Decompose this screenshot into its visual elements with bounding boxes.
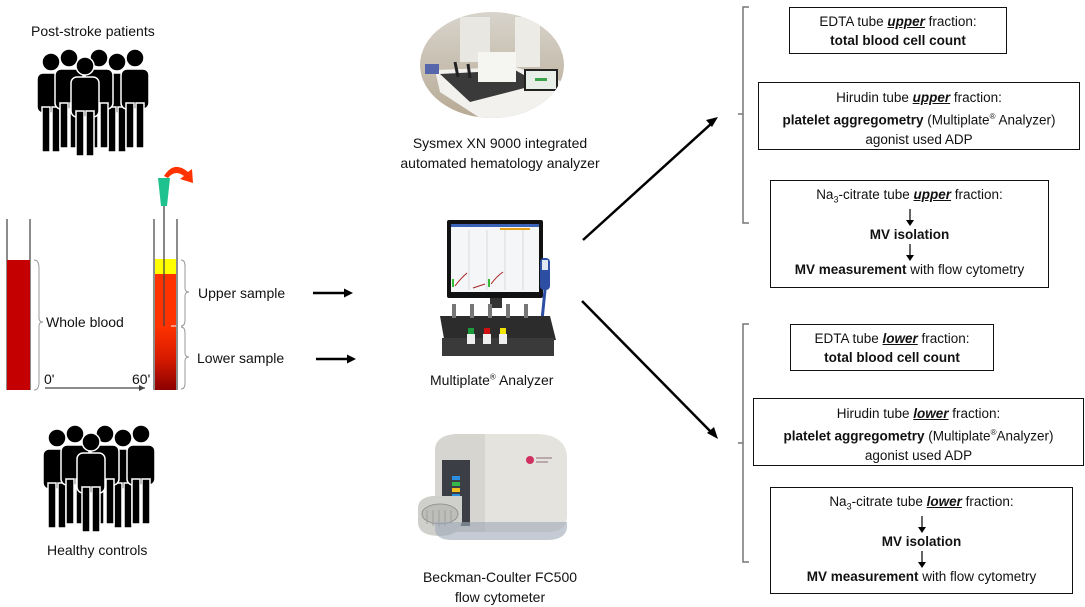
subscript-3: 3 <box>833 194 839 205</box>
whole-blood-tube <box>6 219 31 390</box>
down-arrow-icon <box>771 515 1072 533</box>
fraction-lower-emphasis: lower <box>882 331 918 346</box>
sysmex-caption-line2: automated hematology analyzer <box>400 155 600 171</box>
multiplate-text: (Multiplate <box>923 112 990 128</box>
lower-blood-layer <box>155 326 176 390</box>
flow-cytometry-text: with flow cytometry <box>918 568 1037 584</box>
fraction-lower-emphasis: lower <box>926 494 962 509</box>
na-text: Na <box>829 494 847 509</box>
mv-measurement-text: MV measurement <box>806 568 919 584</box>
upper-fraction-bracket <box>738 6 749 224</box>
flow-cytometer-image <box>418 434 567 540</box>
patients-group-icon <box>36 48 150 157</box>
rotate-arrow-icon <box>164 166 193 183</box>
lower-sample-arrow-icon <box>347 354 356 364</box>
person-figure <box>126 424 156 525</box>
fraction-text: fraction: <box>917 331 970 346</box>
registered-mark: ® <box>990 428 997 437</box>
mv-measurement-text: MV measurement <box>794 261 907 277</box>
lower-fraction-bracket <box>738 323 749 563</box>
upper-citrate-box: Na3-citrate tube upper fraction: MV isol… <box>770 180 1049 288</box>
down-arrow-icon <box>771 243 1048 261</box>
down-arrow-icon <box>771 550 1072 568</box>
controls-group-icon <box>42 424 156 533</box>
multiplate-suffix: Analyzer <box>495 372 554 388</box>
needle-hub <box>158 178 170 206</box>
plasma-layer <box>155 259 176 274</box>
fraction-lower-emphasis: lower <box>913 406 949 421</box>
lower-sample-brace <box>180 326 190 390</box>
whole-blood-fill <box>7 260 30 390</box>
fraction-upper-emphasis: upper <box>913 187 952 202</box>
upper-sample-brace <box>180 259 190 327</box>
time-end-label: 60' <box>132 371 151 387</box>
registered-mark: ® <box>489 372 496 382</box>
agonist-text: agonist used ADP <box>864 447 973 463</box>
upper-hirudin-box: Hirudin tube upper fraction: platelet ag… <box>758 82 1080 150</box>
subscript-3: 3 <box>846 501 852 512</box>
mv-isolation-text: MV isolation <box>881 533 962 549</box>
sedimentation-tubes-diagram <box>6 166 356 391</box>
fraction-text: fraction: <box>951 187 1003 202</box>
platelet-aggregometry-text: platelet aggregometry <box>782 112 924 128</box>
healthy-controls-label: Healthy controls <box>47 542 148 558</box>
flow-cytometer-caption-line1: Beckman-Coulter FC500 <box>422 569 578 585</box>
hirudin-tube-text: Hirudin tube <box>836 406 914 421</box>
multiplate-caption: Multiplate® Analyzer <box>430 372 553 388</box>
whole-blood-label: Whole blood <box>46 314 124 330</box>
upper-sample-arrow-icon <box>344 288 353 298</box>
arrow-to-upper-fraction-icon <box>706 117 718 127</box>
lower-sample-label: Lower sample <box>197 350 285 366</box>
down-arrow-icon <box>771 208 1048 226</box>
sysmex-caption-line1: Sysmex XN 9000 integrated <box>412 135 588 151</box>
multiplate-analyzer-image <box>440 220 556 356</box>
sysmex-caption: Sysmex XN 9000 integrated automated hema… <box>385 133 615 173</box>
lower-citrate-box: Na3-citrate tube lower fraction: MV isol… <box>770 487 1073 594</box>
fraction-text: fraction: <box>950 90 1002 105</box>
post-stroke-patients-label: Post-stroke patients <box>31 23 155 39</box>
agonist-text: agonist used ADP <box>865 131 973 147</box>
fraction-text: fraction: <box>961 494 1014 509</box>
citrate-tube-text: -citrate tube <box>851 494 927 509</box>
whole-blood-brace <box>33 259 44 391</box>
hirudin-tube-text: Hirudin tube <box>836 90 913 105</box>
multiplate-text: (Multiplate <box>924 428 991 444</box>
na-text: Na <box>816 187 834 202</box>
fraction-text: fraction: <box>924 14 977 29</box>
flow-cytometer-caption: Beckman-Coulter FC500 flow cytometer <box>405 567 595 607</box>
analyzer-text: Analyzer) <box>996 428 1054 444</box>
edta-tube-text: EDTA tube <box>819 14 888 29</box>
upper-edta-box: EDTA tube upper fraction: total blood ce… <box>789 7 1007 54</box>
total-blood-count-text: total blood cell count <box>824 350 960 365</box>
lower-edta-box: EDTA tube lower fraction: total blood ce… <box>790 324 994 371</box>
person-figure <box>76 432 106 533</box>
arrow-to-lower-fraction-icon <box>707 427 718 439</box>
fraction-upper-emphasis: upper <box>887 14 925 29</box>
fraction-text: fraction: <box>948 406 1001 421</box>
separated-tube <box>153 219 178 390</box>
citrate-tube-text: -citrate tube <box>838 187 914 202</box>
person-figure <box>120 48 150 149</box>
time-start-label: 0' <box>44 371 55 387</box>
mv-isolation-text: MV isolation <box>869 226 950 242</box>
lower-hirudin-box: Hirudin tube lower fraction: platelet ag… <box>753 398 1084 466</box>
multiplate-name: Multiplate <box>430 372 490 388</box>
person-figure <box>70 56 100 157</box>
total-blood-count-text: total blood cell count <box>830 33 966 48</box>
sysmex-analyzer-image <box>420 12 564 118</box>
analyzer-text: Analyzer) <box>995 112 1056 128</box>
upper-blood-layer <box>155 274 176 326</box>
upper-sample-label: Upper sample <box>198 285 286 301</box>
registered-mark: ® <box>989 112 996 121</box>
edta-tube-text: EDTA tube <box>814 331 883 346</box>
fraction-upper-emphasis: upper <box>912 90 951 105</box>
flow-cytometry-text: with flow cytometry <box>906 261 1025 277</box>
flow-cytometer-caption-line2: flow cytometer <box>454 589 546 605</box>
platelet-aggregometry-text: platelet aggregometry <box>783 428 925 444</box>
